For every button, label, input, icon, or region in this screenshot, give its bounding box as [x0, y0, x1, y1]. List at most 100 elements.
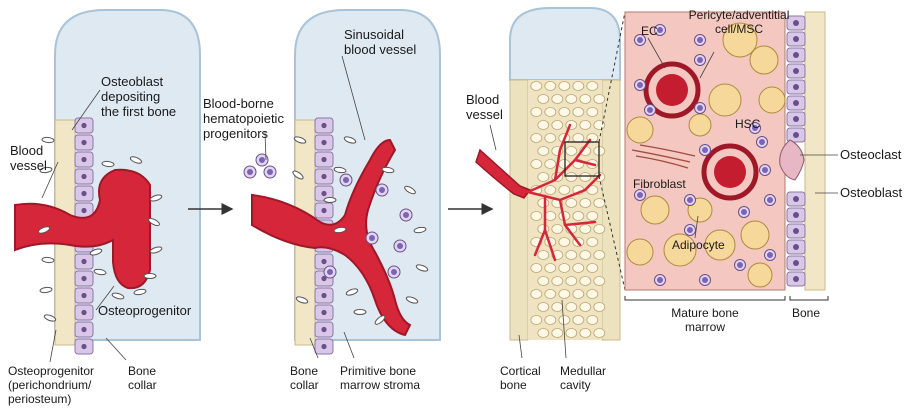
trabecular-pore: [580, 173, 591, 182]
trabecular-pore: [594, 329, 605, 338]
trabecular-pore: [545, 82, 556, 91]
trabecular-pore: [559, 108, 570, 117]
trabecular-pore: [566, 251, 577, 260]
label-osteoprogenitor-perichondrium: Osteoprogenitor (perichondrium/ perioste…: [8, 364, 94, 406]
trabecular-pore: [552, 95, 563, 104]
trabecular-pore: [531, 82, 542, 91]
trabecular-pore: [545, 186, 556, 195]
hsc-nucleus: [687, 197, 693, 203]
osteoblast-nucleus: [81, 259, 86, 264]
osteoblast-nucleus: [321, 344, 326, 349]
panel-2-vascular-invasion: [244, 10, 440, 354]
hsc-nucleus: [637, 82, 643, 88]
osteoblast-nucleus: [793, 52, 799, 58]
trabecular-pore: [538, 277, 549, 286]
osteoblast-nucleus: [321, 327, 326, 332]
osteoblast-nucleus: [81, 191, 86, 196]
trabecular-pore: [594, 225, 605, 234]
adipocyte-cell: [748, 263, 772, 287]
hsc-nucleus: [379, 187, 385, 193]
trabecular-pore: [538, 95, 549, 104]
adipocyte-cell: [709, 84, 741, 116]
trabecular-pore: [587, 212, 598, 221]
sinusoid-2: [704, 146, 756, 198]
adipocyte-cell: [627, 117, 653, 143]
trabecular-pore: [552, 303, 563, 312]
trabecular-pore: [587, 238, 598, 247]
panel-3-mature-bone: [476, 8, 625, 340]
osteoblast-nucleus: [793, 260, 799, 266]
trabecular-pore: [573, 264, 584, 273]
trabecular-pore: [594, 251, 605, 260]
label-primitive-stroma: Primitive bone marrow stroma: [340, 364, 420, 392]
osteoblast-nucleus: [793, 196, 799, 202]
osteoblast-nucleus: [321, 140, 326, 145]
hsc-nucleus: [391, 269, 397, 275]
osteoblast-nucleus: [81, 123, 86, 128]
trabecular-pore: [566, 303, 577, 312]
hsc-nucleus: [247, 169, 253, 175]
osteoblast-nucleus: [321, 310, 326, 315]
label-fibroblast: Fibroblast: [633, 177, 686, 191]
osteoprogenitor-cell: [40, 287, 53, 294]
trabecular-pore: [566, 329, 577, 338]
trabecular-pore: [566, 95, 577, 104]
osteoblast-nucleus: [793, 36, 799, 42]
panel-4-mature-marrow: [625, 12, 828, 300]
hsc-nucleus: [737, 262, 743, 268]
trabecular-pore: [566, 173, 577, 182]
osteoblast-nucleus: [321, 208, 326, 213]
trabecular-pore: [573, 134, 584, 143]
hsc-nucleus: [369, 235, 375, 241]
osteoblast-nucleus: [793, 116, 799, 122]
osteoblast-nucleus: [793, 132, 799, 138]
osteoblast-nucleus: [321, 157, 326, 162]
osteoblast-nucleus: [793, 100, 799, 106]
osteoblast-nucleus: [81, 174, 86, 179]
trabecular-pore: [538, 121, 549, 130]
stroma-cell: [324, 198, 336, 203]
trabecular-pore: [587, 316, 598, 325]
trabecular-pore: [552, 121, 563, 130]
trabecular-pore: [531, 160, 542, 169]
label-ec: EC: [641, 24, 658, 38]
trabecular-pore: [580, 251, 591, 260]
hsc-nucleus: [687, 227, 693, 233]
label-medullar-cavity: Medullar cavity: [560, 364, 606, 392]
hsc-nucleus: [267, 169, 273, 175]
endosteal-bone: [805, 12, 825, 290]
hsc-nucleus: [762, 167, 768, 173]
hsc-nucleus: [741, 209, 747, 215]
adipocyte-cell: [759, 87, 785, 113]
label-sinusoidal-vessel: Sinusoidal blood vessel: [344, 27, 416, 57]
label-adipocyte: Adipocyte: [672, 238, 725, 252]
label-bone-4: Bone: [792, 306, 820, 320]
osteoprogenitor-cell: [144, 274, 156, 279]
hsc-nucleus: [702, 277, 708, 283]
trabecular-pore: [580, 303, 591, 312]
label-osteoblast-first-bone: Osteoblast depositing the first bone: [101, 74, 176, 119]
trabecular-pore: [531, 134, 542, 143]
osteoblast-nucleus: [81, 293, 86, 298]
osteoblast-nucleus: [321, 259, 326, 264]
trabecular-pore: [587, 108, 598, 117]
osteoblast-nucleus: [321, 123, 326, 128]
trabecular-pore: [545, 108, 556, 117]
stroma-cell: [354, 310, 366, 315]
bone-top-3: [510, 8, 620, 80]
trabecular-pore: [538, 303, 549, 312]
trabecular-pore: [552, 225, 563, 234]
osteoblast-nucleus: [321, 191, 326, 196]
trabecular-pore: [594, 303, 605, 312]
label-osteoclast: Osteoclast: [840, 147, 901, 162]
trabecular-pore: [559, 264, 570, 273]
trabecular-pore: [545, 264, 556, 273]
hsc-nucleus: [397, 243, 403, 249]
trabecular-pore: [538, 147, 549, 156]
label-bone-collar-2: Bone collar: [290, 364, 319, 392]
osteoblast-nucleus: [81, 276, 86, 281]
adipocyte-cell: [689, 114, 711, 136]
cortical-bone-right: [602, 80, 620, 340]
trabecular-pore: [531, 290, 542, 299]
